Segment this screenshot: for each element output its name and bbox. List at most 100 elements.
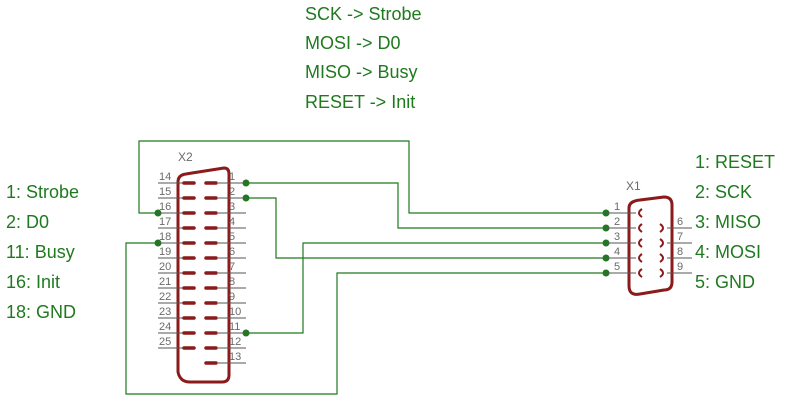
x1-pin-4: 4: [606, 246, 643, 263]
x2-pin-12: 12: [204, 336, 246, 350]
pin-number: 22: [159, 291, 171, 303]
x2-pin-8: 8: [204, 276, 246, 290]
x1-label-miso: 3: MISO: [695, 212, 761, 232]
pin-number: 20: [159, 261, 171, 273]
connector-x2: X2 1415161718192021222324251234567891011…: [158, 150, 246, 384]
x1-label-mosi: 4: MOSI: [695, 242, 761, 262]
x2-pin-3: 3: [204, 201, 246, 215]
pin-number: 5: [614, 261, 620, 273]
x2-label-gnd: 18: GND: [6, 302, 76, 322]
pin-number: 15: [159, 186, 171, 198]
pin-number: 21: [159, 276, 171, 288]
x1-body: [627, 195, 674, 296]
x2-body: [176, 166, 231, 384]
wire-strobe-sck: [246, 182, 606, 229]
pin-number: 5: [229, 231, 235, 243]
pin-number: 7: [677, 231, 683, 243]
pin-number: 6: [229, 246, 235, 258]
x2-pin-16: 16: [158, 201, 196, 215]
pin-number: 8: [677, 246, 683, 258]
x2-pin-22: 22: [158, 291, 196, 305]
x2-label-strobe: 1: Strobe: [6, 182, 79, 202]
pin-number: 10: [229, 306, 241, 318]
wire-gnd-gnd: [125, 242, 606, 395]
wires: [125, 140, 610, 395]
x2-pin-15: 15: [158, 186, 196, 200]
x1-ref: X1: [626, 179, 641, 193]
pin-number: 7: [229, 261, 235, 273]
x1-pin-1: 1: [606, 201, 643, 218]
wire-busy-miso: [246, 242, 606, 334]
x1-pin-8: 8: [659, 246, 692, 263]
pin-number: 23: [159, 306, 171, 318]
pin-number: 4: [614, 246, 620, 258]
x2-pin-7: 7: [204, 261, 246, 275]
wire-init-reset: [138, 140, 606, 214]
pin-number: 19: [159, 246, 171, 258]
x2-pin-17: 17: [158, 216, 196, 230]
wire-d0-mosi: [246, 197, 606, 259]
mapping-mosi: MOSI -> D0: [305, 33, 401, 53]
pin-number: 11: [229, 321, 240, 333]
x2-pin-4: 4: [204, 216, 246, 230]
x2-label-busy: 11: Busy: [6, 242, 75, 262]
pin-number: 18: [159, 231, 171, 243]
pin-number: 25: [159, 336, 171, 348]
pin-number: 9: [229, 291, 235, 303]
pin-number: 24: [159, 321, 171, 333]
connector-x1: X1 1 2 3 4 5 6 7 8 9: [606, 179, 692, 296]
pin-number: 1: [614, 201, 620, 213]
x2-pin-5: 5: [204, 231, 246, 245]
mapping-reset: RESET -> Init: [305, 92, 415, 112]
x1-pin-6: 6: [659, 216, 692, 233]
x2-pin-1: 1: [204, 171, 246, 185]
pin-socket: [659, 238, 664, 248]
x1-label-sck: 2: SCK: [695, 182, 752, 202]
x2-pin-19: 19: [158, 246, 196, 260]
x1-label-gnd: 5: GND: [695, 272, 755, 292]
pin-number: 4: [229, 216, 235, 228]
x2-pin-11: 11: [204, 321, 246, 335]
x2-label-init: 16: Init: [6, 272, 60, 292]
x2-pin-14: 14: [158, 171, 196, 185]
pin-number: 12: [229, 336, 241, 348]
pin-socket: [638, 223, 643, 233]
x1-pin-5: 5: [606, 261, 643, 278]
pin-socket: [659, 268, 664, 278]
x2-label-d0: 2: D0: [6, 212, 49, 232]
x2-pin-10: 10: [204, 306, 246, 320]
x2-pin-18: 18: [158, 231, 196, 245]
x2-ref: X2: [178, 150, 193, 164]
x1-pin-3: 3: [606, 231, 643, 248]
pin-socket: [638, 253, 643, 263]
x2-pin-6: 6: [204, 246, 246, 260]
x1-label-reset: 1: RESET: [695, 152, 775, 172]
mapping-miso: MISO -> Busy: [305, 62, 418, 82]
pin-socket: [638, 238, 643, 248]
pin-number: 13: [229, 351, 241, 363]
pin-socket: [638, 268, 643, 278]
pin-number: 6: [677, 216, 683, 228]
pin-number: 8: [229, 276, 235, 288]
pin-number: 1: [229, 171, 235, 183]
pin-number: 2: [614, 216, 620, 228]
x2-pin-21: 21: [158, 276, 196, 290]
pin-socket: [659, 253, 664, 263]
x2-pin-23: 23: [158, 306, 196, 320]
pin-number: 3: [614, 231, 620, 243]
pin-number: 16: [159, 201, 171, 213]
pin-number: 2: [229, 186, 235, 198]
pin-number: 3: [229, 201, 235, 213]
x2-pin-24: 24: [158, 321, 196, 335]
x1-pin-9: 9: [659, 261, 692, 278]
x2-pin-2: 2: [204, 186, 246, 200]
x2-pin-13: 13: [204, 351, 246, 365]
x2-pin-20: 20: [158, 261, 196, 275]
x2-pin-25: 25: [158, 336, 196, 350]
x2-pin-9: 9: [204, 291, 246, 305]
mapping-sck: SCK -> Strobe: [305, 4, 422, 24]
pin-number: 9: [677, 261, 683, 273]
pin-socket: [659, 223, 664, 233]
pin-socket: [638, 208, 643, 218]
